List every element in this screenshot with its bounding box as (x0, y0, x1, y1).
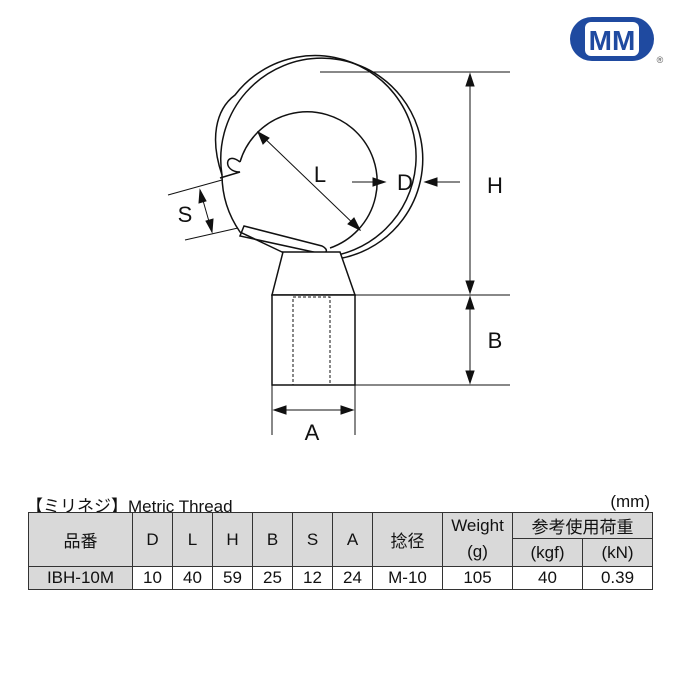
dim-label-H: H (487, 173, 503, 198)
table-caption: 【ミリネジ】Metric Thread (26, 497, 233, 516)
svg-text:®: ® (657, 55, 664, 65)
header-B: B (252, 512, 293, 567)
header-A: A (332, 512, 373, 567)
dim-label-B: B (488, 328, 503, 353)
dim-label-A: A (305, 420, 320, 445)
cell-kgf: 40 (512, 566, 583, 590)
header-S: S (292, 512, 333, 567)
header-weight: Weight (442, 512, 513, 539)
dim-label-L: L (314, 162, 326, 187)
cell-S: 12 (292, 566, 333, 590)
header-H: H (212, 512, 253, 567)
hook-outline (214, 54, 424, 386)
cell-B: 25 (252, 566, 293, 590)
cell-A: 24 (332, 566, 373, 590)
cell-thread: M-10 (372, 566, 443, 590)
spec-table: 品番 D L H B S A 捻径 Weight 参考使用荷重 (g) (kgf… (28, 512, 653, 590)
unit-label: (mm) (610, 492, 650, 511)
cell-kn: 0.39 (582, 566, 653, 590)
dim-label-S: S (178, 202, 193, 227)
dim-label-D: D (397, 170, 413, 195)
mm-logo: MM ® (570, 17, 664, 65)
cell-L: 40 (172, 566, 213, 590)
header-thread: 捻径 (372, 512, 443, 567)
header-part: 品番 (28, 512, 133, 567)
header-D: D (132, 512, 173, 567)
cell-H: 59 (212, 566, 253, 590)
cell-part: IBH-10M (28, 566, 133, 590)
table-row: IBH-10M 10 40 59 25 12 24 M-10 105 40 0.… (28, 566, 653, 590)
cell-D: 10 (132, 566, 173, 590)
header-kgf: (kgf) (512, 538, 583, 567)
header-weight-unit: (g) (442, 538, 513, 567)
header-kn: (kN) (582, 538, 653, 567)
header-L: L (172, 512, 213, 567)
header-load: 参考使用荷重 (512, 512, 653, 539)
cell-weight: 105 (442, 566, 513, 590)
dimension-lines (167, 71, 510, 435)
svg-text:MM: MM (589, 25, 636, 56)
